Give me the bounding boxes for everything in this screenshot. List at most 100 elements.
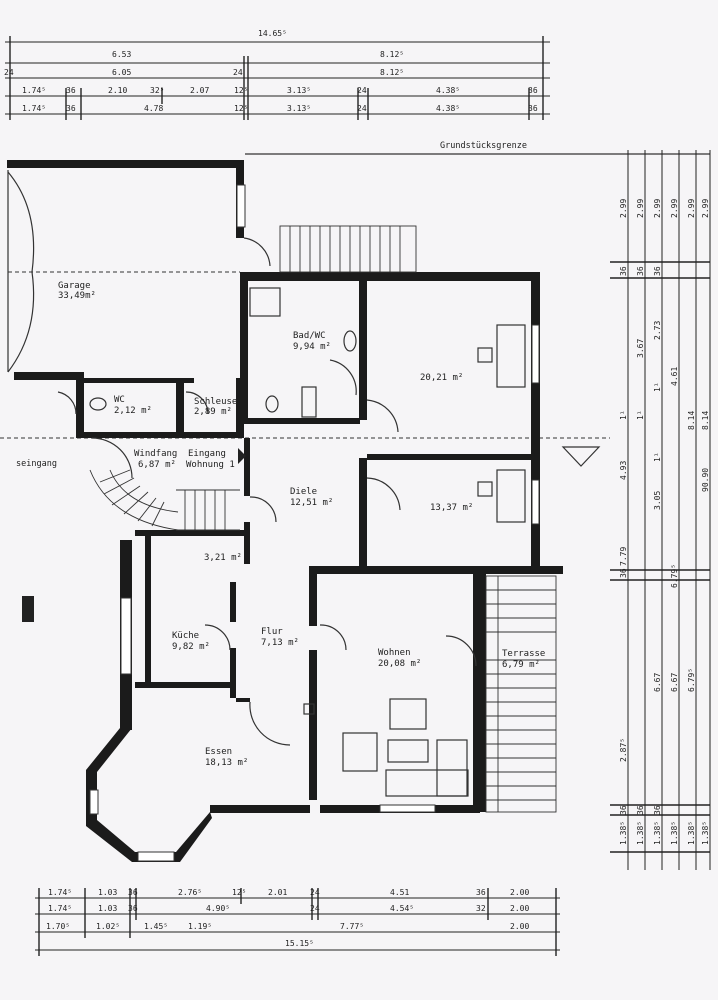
dim-top-r4-1: 36 [66, 104, 76, 113]
top-dimensions: 14.65⁵ 6.53 8.12⁵ 24 6.05 24 8.12⁵ 1.74⁵… [4, 29, 550, 120]
room-labels: Garage 33,49m² Bad/WC 9,94 m² WC 2,12 m²… [16, 281, 545, 768]
dim-top-r4-5: 24 [357, 104, 367, 113]
dim-top-r1-b: 8.12⁵ [380, 50, 404, 59]
window-kueche [120, 597, 132, 675]
dim-top-r4-3: 12⁵ [234, 104, 248, 113]
dim-top-r3-9: 36 [528, 86, 538, 95]
room-eingang-sub: Wohnung 1 [186, 460, 235, 470]
window-room-1337 [531, 479, 540, 525]
desk-2-icon [496, 469, 526, 523]
dim-r-c4-2: 6.67 [670, 673, 679, 692]
door-diele [249, 496, 277, 523]
meter-box-icon [22, 596, 34, 622]
dim-r-c4-3: 6.79⁵ [670, 564, 679, 588]
dim-b-r2-0: 1.74⁵ [48, 904, 72, 913]
dim-b-r1-5: 2.01 [268, 888, 287, 897]
dim-r-c3-8: 1.38⁵ [653, 821, 662, 845]
dim-b-total: 15.15⁵ [285, 939, 314, 948]
dim-r-c2-3: 1¹ [636, 410, 645, 420]
door-essen [249, 701, 291, 746]
dim-r-c2-4: 36 [636, 805, 645, 815]
dim-b-r2-7: 2.00 [510, 904, 529, 913]
dim-b-r3-0: 1.70⁵ [46, 922, 70, 931]
room-terrasse-area: 6,79 m² [502, 660, 540, 670]
walls [7, 160, 563, 862]
section-marker-icon [561, 446, 601, 467]
garage-door-arc-top [7, 171, 35, 273]
room-bad-area: 9,94 m² [293, 342, 331, 352]
dim-top-r3-4: 2.07 [190, 86, 209, 95]
armchair-icon [389, 698, 427, 730]
door-room-2021 [366, 399, 399, 433]
dim-r-c5-2: 6.79⁵ [687, 668, 696, 692]
armchair-2-icon [342, 732, 378, 772]
sofa-2-icon [385, 769, 469, 797]
room-windfang-name: Windfang [134, 449, 177, 459]
dim-r-c5-3: 1.38⁵ [687, 821, 696, 845]
sink-icon [343, 330, 357, 352]
dim-b-r1-2: 36 [128, 888, 138, 897]
dim-r-c3-4: 3.05 [653, 491, 662, 510]
dim-top-total: 14.65⁵ [258, 29, 287, 38]
room-wc-area: 2,12 m² [114, 406, 152, 416]
dim-r-c1-3: 4.93 [619, 461, 628, 480]
dim-b-r2-6: 32 [476, 904, 486, 913]
dim-top-r3-1: 36 [66, 86, 76, 95]
room-schleuse-name: Schleuse [194, 397, 237, 407]
dim-top-r3-5: 12⁵ [234, 86, 248, 95]
dim-r-c1-1: 36 [619, 266, 628, 276]
dim-b-r1-3: 2.76⁵ [178, 888, 202, 897]
dim-top-r1-a: 6.53 [112, 50, 131, 59]
dim-b-r3-1: 1.02⁵ [96, 922, 120, 931]
dim-b-r1-8: 36 [476, 888, 486, 897]
door-room-1337 [366, 477, 401, 511]
furniture [22, 287, 526, 797]
dim-r-c5-0: 2.99 [687, 199, 696, 218]
room-kueche-name: Küche [172, 631, 199, 641]
room-bad-name: Bad/WC [293, 331, 326, 341]
window-bay-1 [89, 789, 99, 815]
room-diele-area: 12,51 m² [290, 498, 333, 508]
dim-b-r3-2: 1.45⁵ [144, 922, 168, 931]
room-321-area: 3,21 m² [204, 553, 242, 563]
door-windfang [91, 437, 133, 479]
dim-r-c2-5: 1.38⁵ [636, 821, 645, 845]
dim-r-c1-4: 36 [619, 568, 628, 578]
shower-icon [249, 287, 281, 317]
room-1337-area: 13,37 m² [430, 503, 473, 513]
room-wohnen-area: 20,08 m² [378, 659, 421, 669]
dim-b-r2-1: 1.03 [98, 904, 117, 913]
dim-b-r2-2: 36 [128, 904, 138, 913]
dim-top-r2-c: 24 [233, 68, 243, 77]
window-room-2021 [531, 324, 540, 384]
dim-b-r1-4: 12⁵ [232, 888, 246, 897]
terrace [485, 575, 557, 813]
dim-r-c3-2: 2.73 [653, 321, 662, 340]
room-flur-name: Flur [261, 627, 283, 637]
dim-top-r4-2: 4.78 [144, 104, 163, 113]
dim-top-r2-d: 8.12⁵ [380, 68, 404, 77]
dim-b-r1-7: 4.51 [390, 888, 409, 897]
door-schleuse [185, 391, 209, 415]
stairs-top [279, 225, 417, 273]
washer-icon [301, 386, 317, 418]
dim-b-r1-1: 1.03 [98, 888, 117, 897]
dim-r-c1-2: 1¹ [619, 410, 628, 420]
room-essen-area: 18,13 m² [205, 758, 248, 768]
dim-r-c2-1: 36 [636, 266, 645, 276]
dim-r-c1-8: 1.38⁵ [619, 821, 628, 845]
dim-r-c3-3: 1¹ [653, 382, 662, 392]
garage-door-arc-bottom [7, 271, 35, 373]
dim-b-r3-3: 1.19⁵ [188, 922, 212, 931]
room-2021-area: 20,21 m² [420, 373, 463, 383]
room-garage-area: 33,49m² [58, 291, 96, 301]
room-wc-name: WC [114, 395, 125, 405]
dim-r-c6-2: 90.90 [701, 468, 710, 492]
room-eingang-name: Eingang [188, 449, 226, 459]
dim-top-r3-8: 4.38⁵ [436, 86, 460, 95]
dim-r-c1-7: 36 [619, 805, 628, 815]
dim-r-c6-3: 1.38⁵ [701, 821, 710, 845]
dim-b-r2-3: 4.90⁵ [206, 904, 230, 913]
room-diele-name: Diele [290, 487, 317, 497]
toilet-icon [265, 395, 279, 413]
